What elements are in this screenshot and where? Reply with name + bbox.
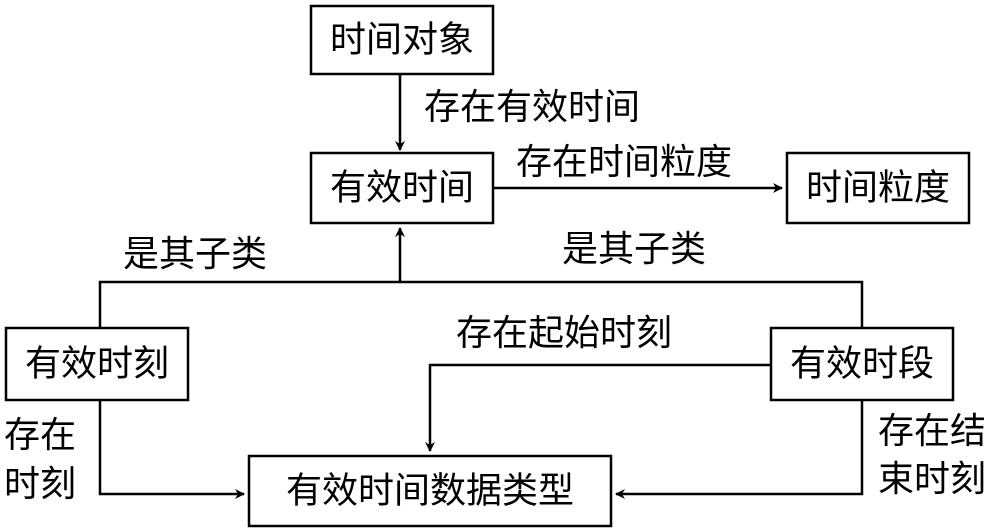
edge-subclass-period	[400, 280, 864, 328]
node-time-granularity: 时间粒度	[785, 151, 971, 225]
node-valid-time-datatype: 有效时间数据类型	[247, 454, 613, 528]
label-subclass-right: 是其子类	[562, 229, 706, 270]
node-valid-instant-label: 有效时刻	[25, 344, 169, 385]
node-time-granularity-label: 时间粒度	[806, 168, 950, 209]
edge-subclass-instant	[98, 280, 400, 328]
label-has-instant-line1: 存在	[4, 415, 76, 456]
edge-has-start-instant	[425, 363, 771, 452]
node-valid-time-label: 有效时间	[330, 168, 474, 209]
edge-has-end-instant	[615, 400, 864, 499]
label-has-valid-time: 存在有效时间	[424, 87, 640, 128]
label-subclass-left: 是其子类	[123, 234, 267, 275]
node-time-object: 时间对象	[309, 4, 495, 76]
node-valid-period: 有效时段	[769, 326, 955, 402]
node-valid-instant: 有效时刻	[4, 326, 190, 402]
node-valid-period-label: 有效时段	[790, 344, 934, 385]
label-has-end-instant-line1: 存在结	[878, 411, 986, 452]
node-time-object-label: 时间对象	[330, 20, 474, 61]
edge-has-instant	[98, 400, 245, 499]
label-has-instant-line2: 时刻	[4, 464, 76, 505]
node-valid-time: 有效时间	[309, 151, 495, 225]
label-has-end-instant-line2: 束时刻	[878, 459, 986, 500]
node-valid-time-datatype-label: 有效时间数据类型	[286, 471, 574, 512]
label-has-time-granularity: 存在时间粒度	[516, 142, 732, 183]
label-has-start-instant: 存在起始时刻	[456, 313, 672, 354]
